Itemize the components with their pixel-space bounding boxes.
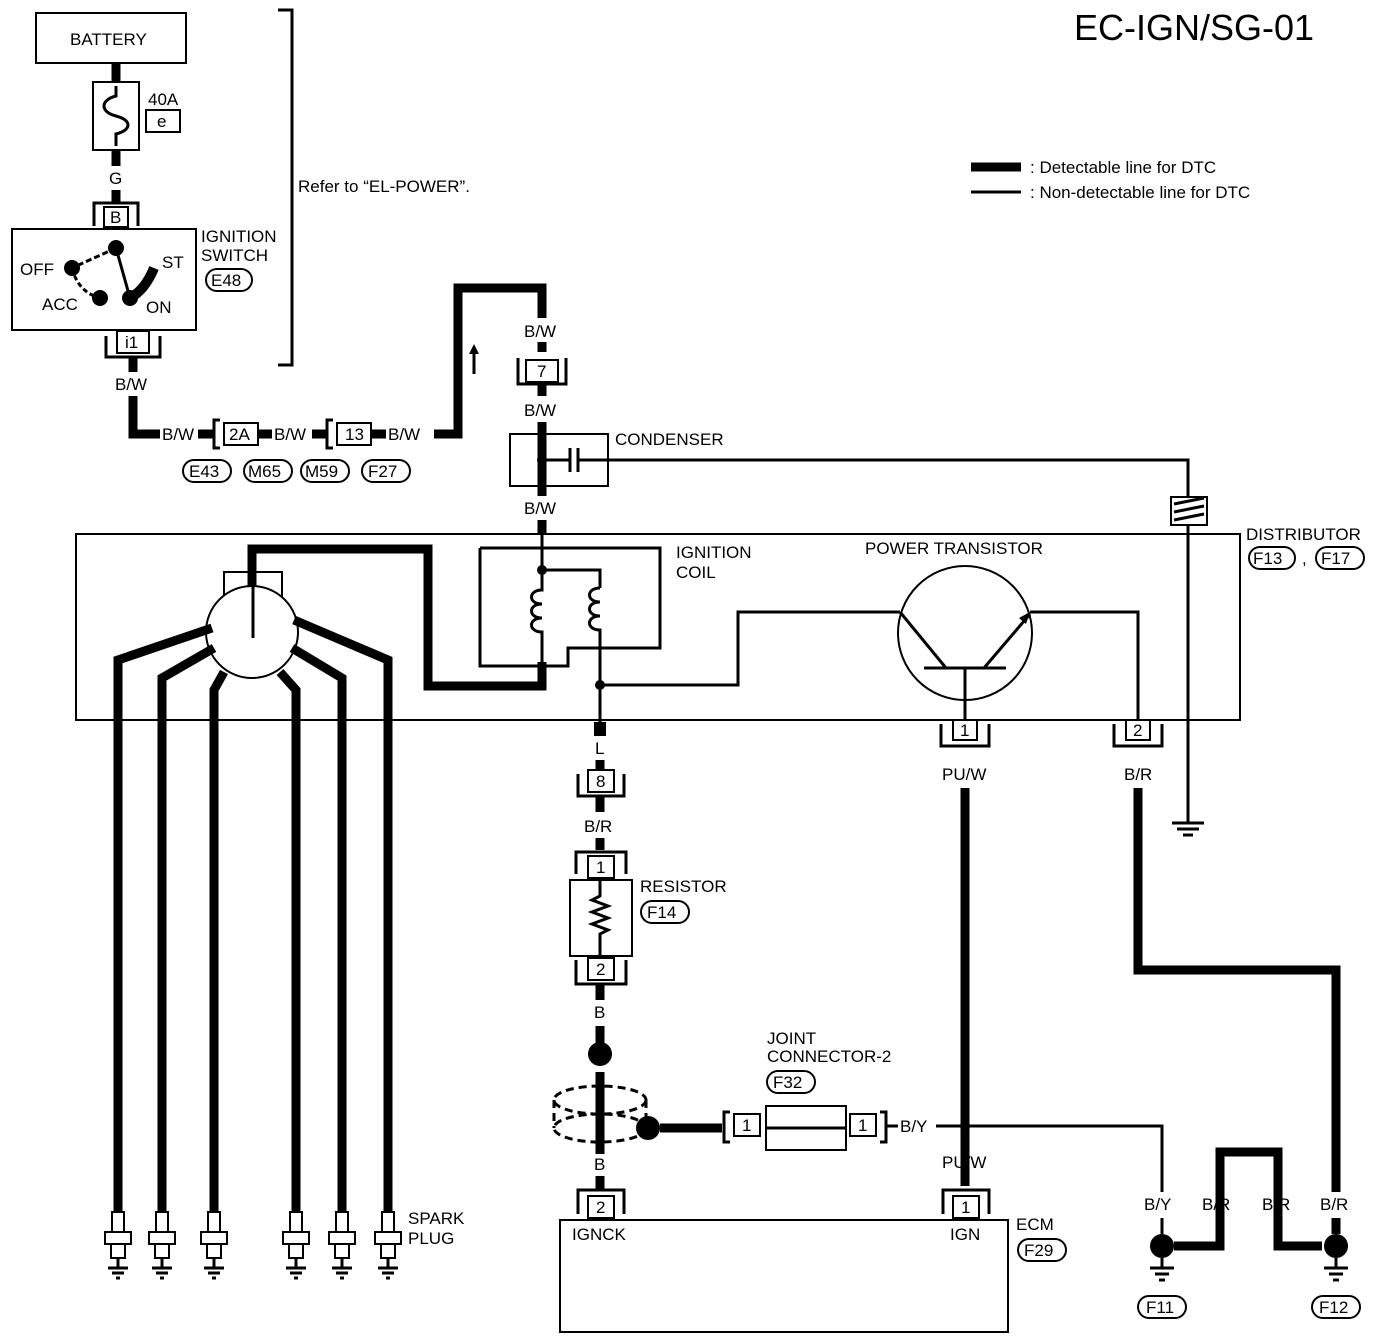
ign-title-1: IGNITION bbox=[201, 227, 277, 246]
pt-term-2: 2 bbox=[1133, 721, 1142, 740]
ecm-ign: IGN bbox=[950, 1225, 980, 1244]
ecm-conn: F29 bbox=[1024, 1241, 1053, 1260]
wire-by-1: B/Y bbox=[900, 1117, 927, 1136]
diagram-title: EC-IGN/SG-01 bbox=[1074, 7, 1314, 48]
wire-puw-1: PU/W bbox=[942, 765, 986, 784]
ecm-label: ECM bbox=[1016, 1215, 1054, 1234]
res-term-1: 1 bbox=[596, 858, 605, 877]
joint-term-1b: 1 bbox=[858, 1116, 867, 1135]
wire-b-1: B bbox=[594, 1003, 605, 1022]
harness-m59: M59 bbox=[305, 462, 338, 481]
wire-b-2: B bbox=[594, 1155, 605, 1174]
joint-conn: F32 bbox=[773, 1073, 802, 1092]
joint-term-1a: 1 bbox=[742, 1116, 751, 1135]
ground-f11: F11 bbox=[1146, 1298, 1174, 1317]
ecm-term-ign: 1 bbox=[961, 1198, 970, 1217]
ign-coil-label-1: IGNITION bbox=[676, 543, 752, 562]
resistor-label: RESISTOR bbox=[640, 877, 727, 896]
ign-title-2: SWITCH bbox=[201, 246, 268, 265]
ecm-ignck: IGNCK bbox=[572, 1225, 627, 1244]
distributor-box bbox=[75, 533, 1241, 721]
ign-coil-primary bbox=[530, 570, 544, 662]
battery-box bbox=[35, 12, 187, 64]
wire-bw-7: B/W bbox=[524, 499, 556, 518]
fuse-icon bbox=[102, 86, 130, 146]
wire-l: L bbox=[595, 739, 604, 758]
refer-text: Refer to “EL-POWER”. bbox=[298, 177, 470, 196]
fuse-amp: 40A bbox=[148, 90, 179, 109]
ign-pos-st: ST bbox=[162, 253, 184, 272]
pt-term-1: 1 bbox=[960, 721, 969, 740]
joint-label-1: JOINT bbox=[767, 1029, 816, 1048]
power-transistor-label: POWER TRANSISTOR bbox=[865, 539, 1043, 558]
harness-f27: F27 bbox=[368, 462, 397, 481]
wire-br-5: B/R bbox=[1320, 1195, 1348, 1214]
harness-2a: 2A bbox=[229, 425, 250, 444]
harness-m65: M65 bbox=[248, 462, 281, 481]
wire-puw-2: PU/W bbox=[942, 1153, 986, 1172]
ign-pos-acc: ACC bbox=[42, 295, 78, 314]
joint-label-2: CONNECTOR-2 bbox=[767, 1047, 891, 1066]
fuse-id: e bbox=[157, 112, 166, 131]
dist-term-7: 7 bbox=[537, 362, 546, 381]
wire-bw-6: B/W bbox=[524, 401, 556, 420]
spark-plugs bbox=[104, 1211, 402, 1280]
ign-term-i1: i1 bbox=[125, 333, 138, 352]
wire-by-2: B/Y bbox=[1144, 1195, 1171, 1214]
wire-bw-2: B/W bbox=[162, 425, 194, 444]
ign-pos-on: ON bbox=[146, 298, 172, 317]
ecm-box bbox=[559, 1219, 1009, 1333]
ign-connector: E48 bbox=[211, 271, 241, 290]
legend-non-detectable: : Non-detectable line for DTC bbox=[1030, 183, 1250, 202]
spark-label-1: SPARK bbox=[408, 1209, 465, 1228]
res-term-2: 2 bbox=[596, 960, 605, 979]
wire-br-2: B/R bbox=[1124, 765, 1152, 784]
resistor-icon bbox=[587, 880, 613, 956]
wire-bw-4: B/W bbox=[388, 425, 420, 444]
wire-g: G bbox=[109, 169, 122, 188]
ecm-term-ignck: 2 bbox=[596, 1198, 605, 1217]
wire-bw-5: B/W bbox=[524, 322, 556, 341]
legend-detectable: : Detectable line for DTC bbox=[1030, 158, 1216, 177]
harness-13: 13 bbox=[345, 425, 364, 444]
wire-bw-1: B/W bbox=[115, 375, 147, 394]
condenser-label: CONDENSER bbox=[615, 430, 724, 449]
distributor-conn-2: F17 bbox=[1321, 549, 1350, 568]
ignition-switch-box bbox=[11, 228, 197, 331]
ground-f12: F12 bbox=[1319, 1298, 1348, 1317]
harness-e43: E43 bbox=[189, 462, 219, 481]
battery-label: BATTERY bbox=[70, 30, 147, 49]
distributor-conn-1: F13 bbox=[1253, 549, 1282, 568]
ign-pos-off: OFF bbox=[20, 260, 54, 279]
legend: : Detectable line for DTC : Non-detectab… bbox=[971, 158, 1250, 202]
ign-term-b: B bbox=[110, 208, 121, 227]
distributor-sep: , bbox=[1302, 549, 1307, 568]
ign-coil-secondary bbox=[588, 586, 602, 724]
wire-bw-3: B/W bbox=[274, 425, 306, 444]
distributor-label: DISTRIBUTOR bbox=[1246, 525, 1361, 544]
resistor-conn: F14 bbox=[647, 903, 676, 922]
dist-term-8: 8 bbox=[596, 772, 605, 791]
ign-coil-label-2: COIL bbox=[676, 563, 716, 582]
wire-br-1: B/R bbox=[584, 817, 612, 836]
spark-label-2: PLUG bbox=[408, 1229, 454, 1248]
